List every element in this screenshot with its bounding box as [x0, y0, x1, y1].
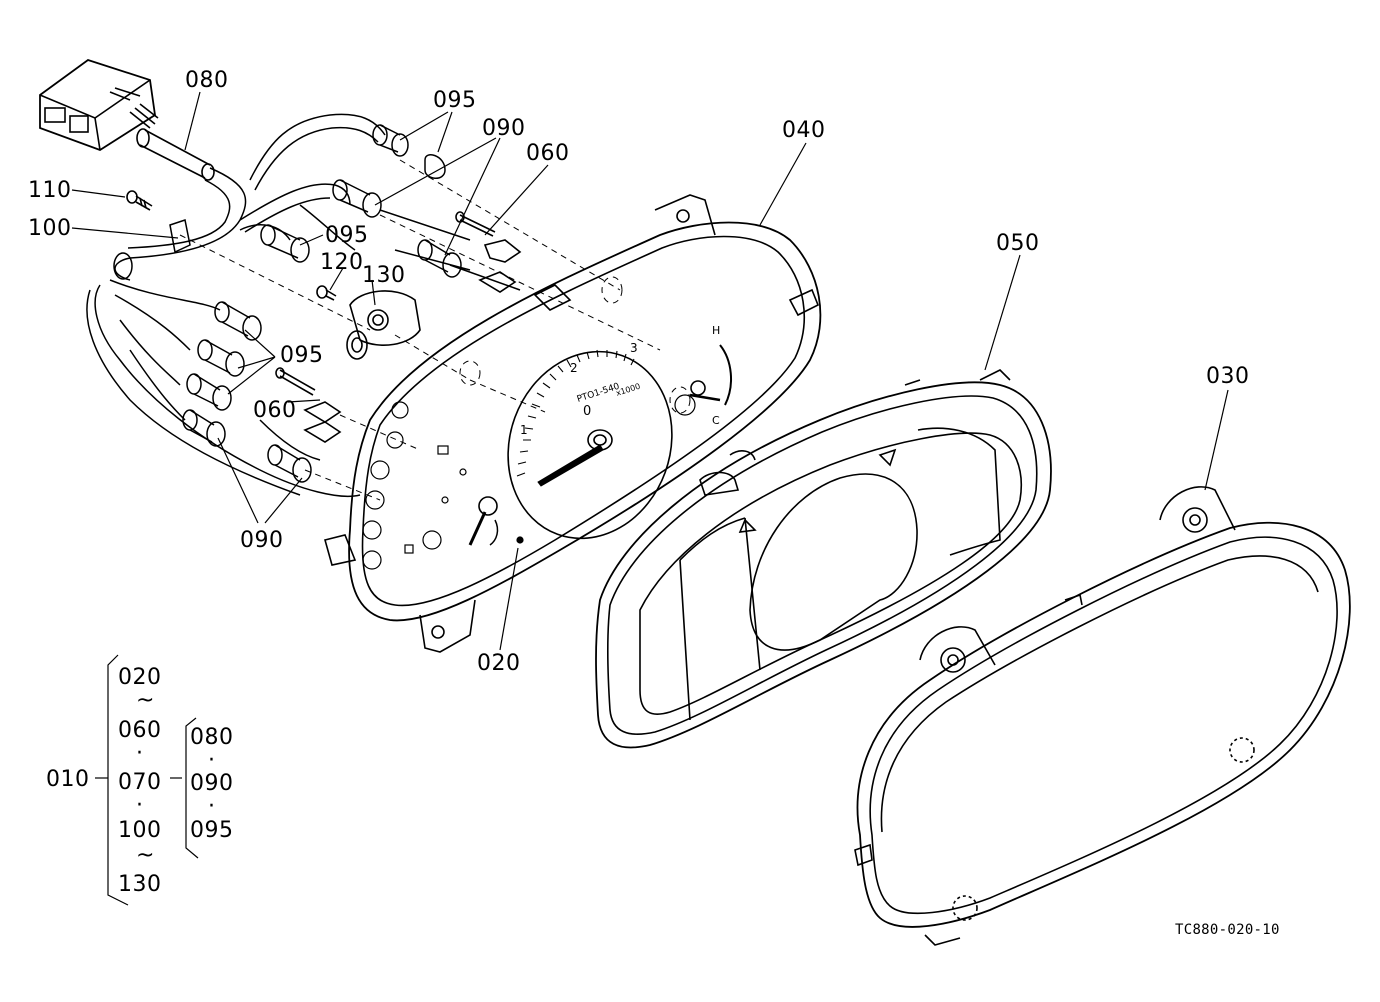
bezel-050: [595, 369, 1052, 749]
leader-lines: [71, 91, 1229, 651]
assembly-020: 020: [118, 665, 162, 690]
tach-scale-label: x1000: [615, 382, 642, 398]
callout-110: 110: [28, 178, 72, 203]
socket-090-bottom: [267, 444, 312, 483]
tach-needle: [537, 444, 604, 487]
fuel-gauge: [468, 496, 499, 546]
assembly-range-sep-1: ~: [136, 688, 155, 713]
callout-130: 130: [362, 263, 406, 288]
socket-095-top: [372, 124, 409, 157]
indicator-lamps: [362, 394, 696, 570]
callout-120: 120: [320, 250, 364, 275]
assembly-070: 070: [118, 770, 162, 795]
connector-080: [39, 59, 215, 181]
callout-090-top: 090: [482, 116, 526, 141]
wire-harness: [86, 113, 521, 498]
socket-095-left-1: [214, 301, 262, 341]
assembly-dot-4: ·: [208, 794, 216, 819]
callout-095-left: 095: [280, 343, 324, 368]
assembly-brackets: [95, 654, 199, 906]
callout-050: 050: [996, 231, 1040, 256]
callout-030: 030: [1206, 364, 1250, 389]
screw-060-left: [275, 367, 342, 443]
screw-110: [126, 190, 153, 211]
callout-040: 040: [782, 118, 826, 143]
assembly-090: 090: [190, 771, 234, 796]
drawing-number: TC880-020-10: [1175, 922, 1280, 938]
socket-095-left-2: [197, 339, 245, 377]
screw-060-top: [455, 211, 522, 293]
assembly-dot-3: ·: [208, 748, 216, 773]
socket-130: [346, 290, 421, 360]
tach-model-label: PTO1-540: [576, 382, 621, 405]
tach-mark-3: 3: [630, 341, 638, 355]
socket-095-left-3: [186, 373, 232, 411]
housing-040: [324, 194, 822, 653]
callout-060-top: 060: [526, 141, 570, 166]
callout-100: 100: [28, 216, 72, 241]
bulb-095-top: [424, 154, 446, 179]
callout-095-top: 095: [433, 88, 477, 113]
tach-mark-1: 1: [520, 423, 528, 437]
callout-090-bottom: 090: [240, 528, 284, 553]
temp-cold-label: C: [712, 414, 720, 427]
assembly-080: 080: [190, 725, 234, 750]
tachometer-dial: 1 2 3 PTO1-540 x1000 0: [507, 341, 673, 540]
temp-high-label: H: [712, 324, 720, 337]
assembly-060: 060: [118, 718, 162, 743]
assembly-095: 095: [190, 818, 234, 843]
callout-060-left: 060: [253, 398, 297, 423]
socket-090-top: [332, 179, 382, 218]
tach-ticks: [516, 349, 635, 477]
lens-030: [854, 486, 1351, 946]
assembly-parent-010: 010: [46, 767, 90, 792]
assembly-range-sep-2: ~: [136, 843, 155, 868]
assembly-130: 130: [118, 872, 162, 897]
assembly-dot-1: ·: [136, 741, 144, 766]
assembly-100: 100: [118, 818, 162, 843]
temperature-gauge: H C: [689, 324, 732, 427]
socket-095-mid: [260, 224, 310, 263]
callout-080: 080: [185, 68, 229, 93]
hour-meter-label: 0: [583, 404, 591, 419]
callout-095-mid: 095: [325, 223, 369, 248]
bulb-sockets: [182, 124, 462, 483]
callout-020: 020: [477, 651, 521, 676]
alignment-lines: [179, 159, 691, 501]
tach-mark-2: 2: [570, 361, 578, 375]
screw-120: [316, 285, 337, 301]
assembly-dot-2: ·: [136, 793, 144, 818]
socket-090-left: [182, 409, 226, 447]
